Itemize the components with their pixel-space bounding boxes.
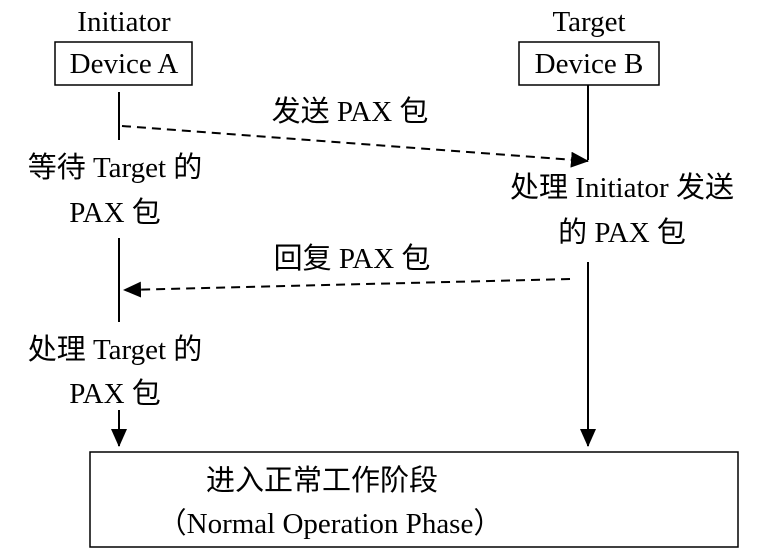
normal-operation-line2: （Normal Operation Phase）: [158, 508, 503, 540]
initiator-role-label: Initiator: [77, 6, 171, 38]
device-a-label: Device A: [70, 48, 179, 80]
initiator-wait-line1: 等待 Target 的: [28, 151, 203, 184]
target-role-label: Target: [552, 6, 625, 38]
target-process-line1: 处理 Initiator 发送: [510, 171, 734, 204]
initiator-process-line2: PAX 包: [69, 377, 161, 410]
normal-operation-line1: 进入正常工作阶段: [206, 464, 438, 497]
initiator-wait-line2: PAX 包: [69, 196, 161, 229]
send-message-label: 发送 PAX 包: [272, 95, 429, 128]
device-b-label: Device B: [535, 48, 644, 80]
reply-message-arrow: [123, 278, 571, 298]
initiator-process-line1: 处理 Target 的: [28, 333, 203, 366]
device-a-box: [54, 41, 193, 86]
target-process-line2: 的 PAX 包: [558, 216, 686, 249]
reply-message-label: 回复 PAX 包: [274, 242, 431, 275]
send-message-arrow: [121, 125, 589, 168]
normal-operation-box: [89, 451, 739, 548]
